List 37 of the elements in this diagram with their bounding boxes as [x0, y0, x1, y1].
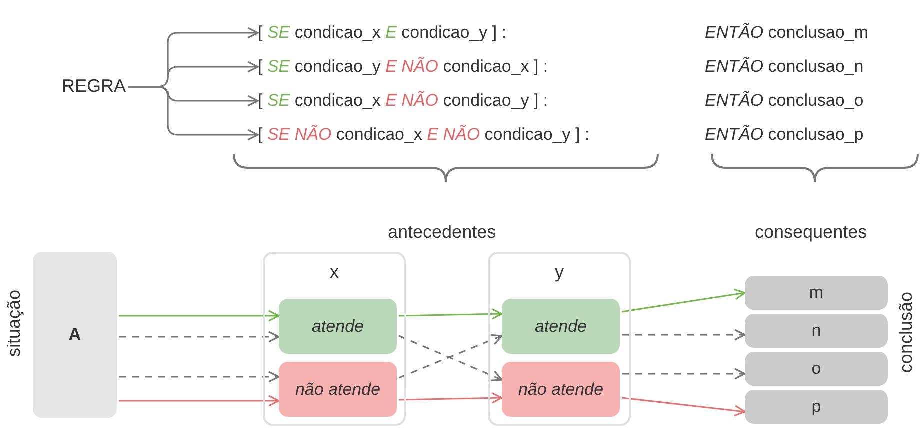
rule-label: REGRA — [62, 76, 126, 97]
consequent-text: ENTÃO conclusao_n — [705, 56, 864, 78]
section-label: antecedentes — [388, 222, 496, 243]
arrow — [622, 329, 746, 341]
rule-text: [ SE condicao_x E condicao_y ] : — [258, 22, 507, 44]
consequent-text: ENTÃO conclusao_m — [705, 22, 868, 44]
arrow — [622, 397, 746, 417]
panel-title: x — [329, 262, 340, 283]
consequent-text: ENTÃO conclusao_p — [705, 124, 864, 146]
condition-panel — [263, 252, 406, 426]
rule-text: [ SE NÃO condicao_x E NÃO condicao_y ] : — [258, 124, 590, 146]
panel-title: y — [554, 262, 565, 283]
situation-box: A — [33, 252, 117, 418]
arrow — [398, 392, 503, 404]
arrow — [119, 395, 280, 407]
condition-box: não atende — [279, 362, 397, 417]
consequent-text: ENTÃO conclusao_o — [705, 90, 864, 112]
conclusion-box: n — [745, 314, 888, 348]
conclusion-box: o — [745, 352, 888, 386]
conclusion-box: p — [745, 390, 888, 424]
side-label: situação — [4, 290, 25, 358]
condition-box: não atende — [502, 362, 620, 417]
rule-text: [ SE condicao_x E NÃO condicao_y ] : — [258, 90, 548, 112]
arrow — [119, 371, 280, 383]
condition-box: atende — [502, 299, 620, 354]
arrow — [119, 310, 280, 322]
side-label: conclusão — [896, 292, 917, 374]
arrow — [128, 86, 259, 141]
arrow — [622, 288, 746, 313]
arrow — [119, 331, 280, 343]
rule-text: [ SE condicao_y E NÃO condicao_x ] : — [258, 56, 548, 78]
section-label: consequentes — [755, 222, 868, 243]
arrow — [622, 368, 746, 380]
arrow — [398, 308, 503, 320]
condition-box: atende — [279, 299, 397, 354]
conclusion-box: m — [745, 276, 888, 310]
condition-panel — [488, 252, 631, 426]
